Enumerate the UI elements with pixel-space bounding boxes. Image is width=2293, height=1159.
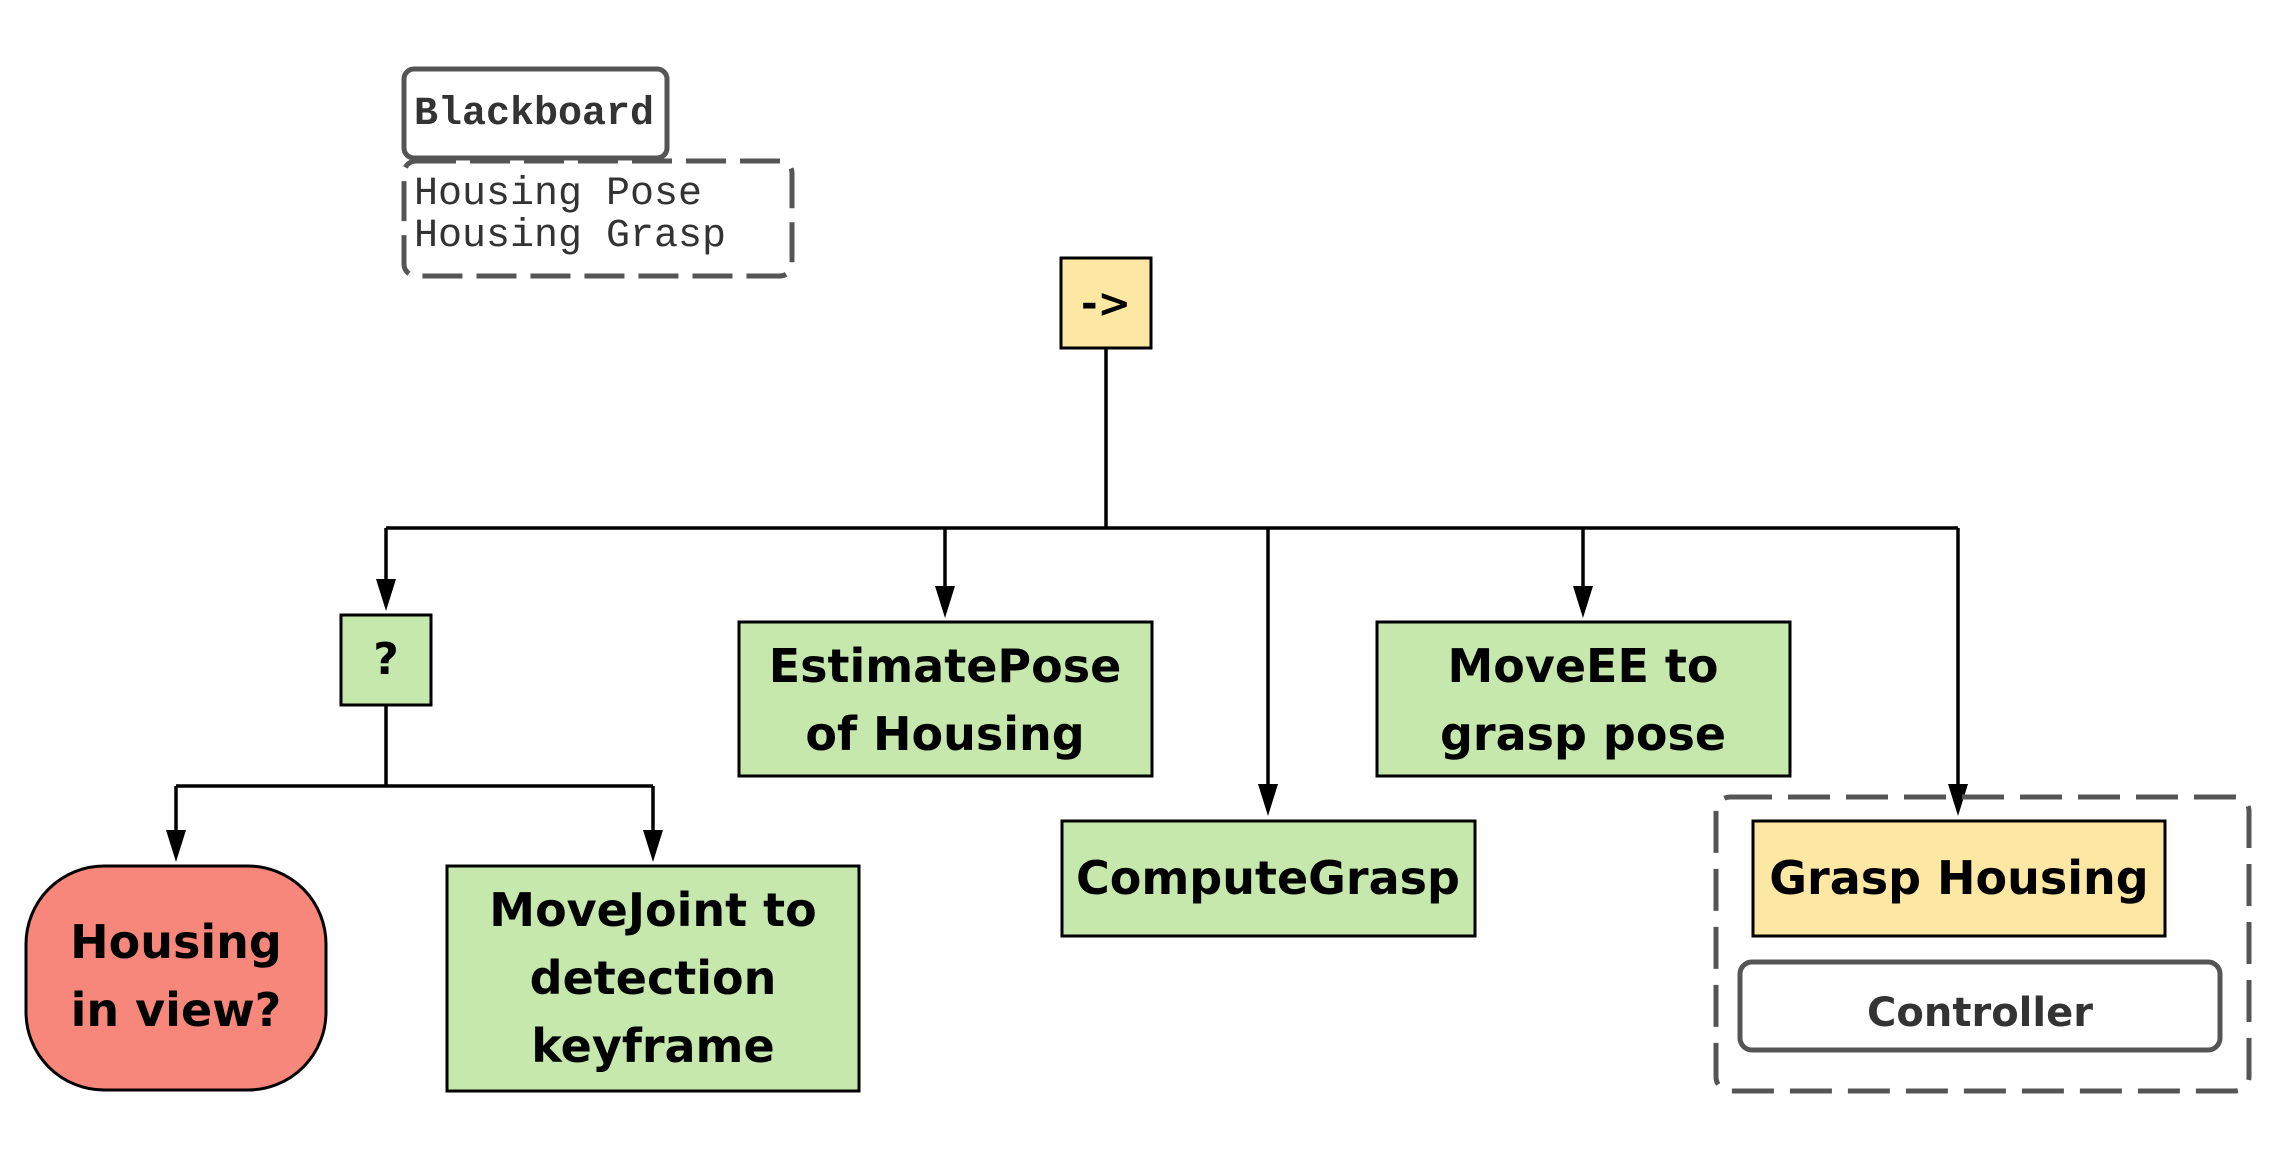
sequence-node[interactable]: ->: [1059, 256, 1153, 350]
tree-edges: [174, 349, 1960, 856]
sequence-label: ->: [1081, 281, 1131, 327]
controller-label: Controller: [1867, 990, 2093, 1036]
grasp-housing-dashed-container: [1713, 794, 2252, 1094]
blackboard-title: Blackboard: [414, 92, 654, 137]
blackboard-entries-box: [401, 158, 795, 279]
action-node-compute-grasp[interactable]: ComputeGrasp: [1060, 819, 1477, 938]
condition-label-line: in view?: [71, 983, 282, 1037]
fallback-node[interactable]: ?: [339, 613, 433, 707]
move-ee-label-line: MoveEE to: [1447, 639, 1718, 693]
action-node-move-joint[interactable]: MoveJoint to detection keyframe: [445, 864, 861, 1093]
action-node-grasp-housing[interactable]: Grasp Housing: [1751, 819, 2167, 938]
condition-node-housing-in-view[interactable]: Housing in view?: [24, 864, 328, 1092]
arrowhead: [376, 579, 396, 611]
compute-grasp-label: ComputeGrasp: [1076, 851, 1460, 905]
move-joint-label-line: detection: [530, 951, 777, 1005]
move-joint-label-line: keyframe: [531, 1019, 774, 1073]
action-node-estimate-pose[interactable]: EstimatePose of Housing: [737, 620, 1154, 778]
blackboard-title-box: [401, 66, 670, 161]
arrowhead: [935, 586, 955, 618]
estimate-pose-label-line: EstimatePose: [769, 639, 1122, 693]
fallback-label: ?: [373, 634, 399, 685]
action-node-move-ee[interactable]: MoveEE to grasp pose: [1375, 620, 1792, 778]
tree-arrowheads: [166, 579, 1968, 862]
arrowhead: [1948, 784, 1968, 816]
controller-box[interactable]: Controller: [1737, 959, 2223, 1053]
move-joint-label-line: MoveJoint to: [489, 883, 816, 937]
condition-label-line: Housing: [70, 915, 282, 969]
blackboard-entry: Housing Grasp: [414, 214, 726, 259]
estimate-pose-label-line: of Housing: [805, 707, 1084, 761]
arrowhead: [1573, 586, 1593, 618]
arrowhead: [643, 830, 663, 862]
blackboard-entry: Housing Pose: [414, 172, 702, 217]
blackboard: Blackboard Housing Pose Housing Grasp: [401, 66, 795, 279]
grasp-housing-group: Grasp Housing Controller: [1713, 794, 2252, 1094]
move-ee-label-line: grasp pose: [1440, 707, 1726, 761]
arrowhead: [166, 830, 186, 862]
grasp-housing-label: Grasp Housing: [1769, 851, 2148, 905]
arrowhead: [1258, 784, 1278, 816]
